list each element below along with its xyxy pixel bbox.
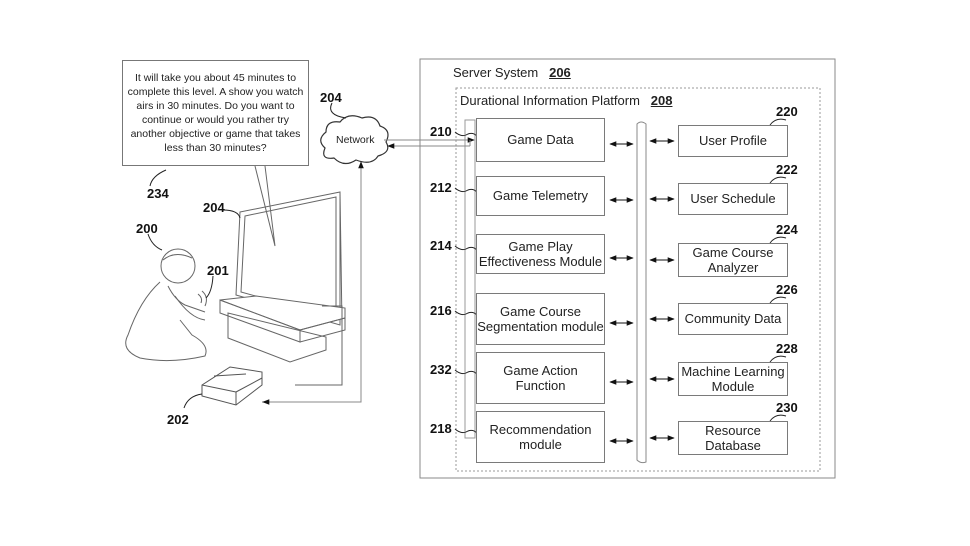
- user-illustration: [125, 248, 207, 362]
- ref-206: 206: [549, 65, 571, 80]
- ref-210: 210: [430, 124, 452, 139]
- module-222-label: User Schedule: [690, 191, 776, 207]
- leader-216: [454, 310, 478, 316]
- ref-controller-201: 201: [207, 263, 229, 278]
- data-bus: [636, 121, 647, 464]
- ref-220: 220: [776, 104, 798, 119]
- leader-210: [454, 131, 478, 137]
- platform-title: Durational Information Platform 208: [460, 93, 672, 108]
- module-220: User Profile: [678, 125, 788, 157]
- module-210-label: Game Data: [507, 132, 574, 148]
- leader-222: [769, 176, 787, 184]
- server-system-box: [419, 58, 836, 479]
- server-system-label: Server System: [453, 65, 539, 80]
- leader-212: [454, 187, 478, 193]
- module-230: Resource Database: [678, 421, 788, 455]
- ref-224: 224: [776, 222, 798, 237]
- ref-218: 218: [430, 421, 452, 436]
- module-232-label: Game Action Function: [503, 362, 578, 394]
- television-illustration: [219, 165, 346, 386]
- ref-212: 212: [430, 180, 452, 195]
- leader-218: [454, 428, 478, 434]
- module-218-label: Recommendation module: [489, 421, 592, 453]
- module-232: Game Action Function: [476, 352, 605, 404]
- module-210: Game Data: [476, 118, 605, 162]
- ref-214: 214: [430, 238, 452, 253]
- game-console-illustration: [201, 366, 263, 406]
- ref-232: 232: [430, 362, 452, 377]
- module-224-label: Game Course Analyzer: [692, 244, 774, 276]
- module-222: User Schedule: [678, 183, 788, 215]
- leader-226: [769, 296, 787, 304]
- leader-232: [454, 369, 478, 375]
- module-216-label: Game Course Segmentation module: [477, 303, 604, 335]
- ref-display-204: 204: [203, 200, 225, 215]
- leader-224: [769, 236, 787, 244]
- leader-230: [769, 414, 787, 422]
- module-212-label: Game Telemetry: [492, 188, 589, 204]
- leader-220: [769, 118, 787, 126]
- leader-228: [769, 355, 787, 363]
- network-cloud: [320, 115, 389, 165]
- module-218: Recommendation module: [476, 411, 605, 463]
- ref-222: 222: [776, 162, 798, 177]
- platform-label: Durational Information Platform: [460, 93, 640, 108]
- ref-234: 234: [147, 186, 169, 201]
- module-224: Game Course Analyzer: [678, 243, 788, 277]
- module-226-label: Community Data: [684, 311, 782, 327]
- module-228: Machine Learning Module: [678, 362, 788, 396]
- module-214: Game Play Effectiveness Module: [476, 234, 605, 274]
- module-212: Game Telemetry: [476, 176, 605, 216]
- ref-console-202: 202: [167, 412, 189, 427]
- left-backing-bar: [464, 119, 476, 439]
- server-system-title: Server System 206: [453, 65, 571, 80]
- ref-226: 226: [776, 282, 798, 297]
- platform-box: [455, 87, 821, 472]
- ref-228: 228: [776, 341, 798, 356]
- leader-214: [454, 245, 478, 251]
- speech-bubble: It will take you about 45 minutes to com…: [122, 60, 309, 166]
- ref-208: 208: [650, 93, 673, 108]
- module-220-label: User Profile: [699, 133, 767, 149]
- module-214-label: Game Play Effectiveness Module: [478, 238, 603, 270]
- ref-network-204: 204: [320, 90, 342, 105]
- module-230-label: Resource Database: [705, 422, 761, 454]
- module-216: Game Course Segmentation module: [476, 293, 605, 345]
- ref-230: 230: [776, 400, 798, 415]
- module-228-label: Machine Learning Module: [681, 363, 785, 395]
- network-label: Network: [336, 134, 375, 146]
- ref-216: 216: [430, 303, 452, 318]
- ref-user-200: 200: [136, 221, 158, 236]
- module-226: Community Data: [678, 303, 788, 335]
